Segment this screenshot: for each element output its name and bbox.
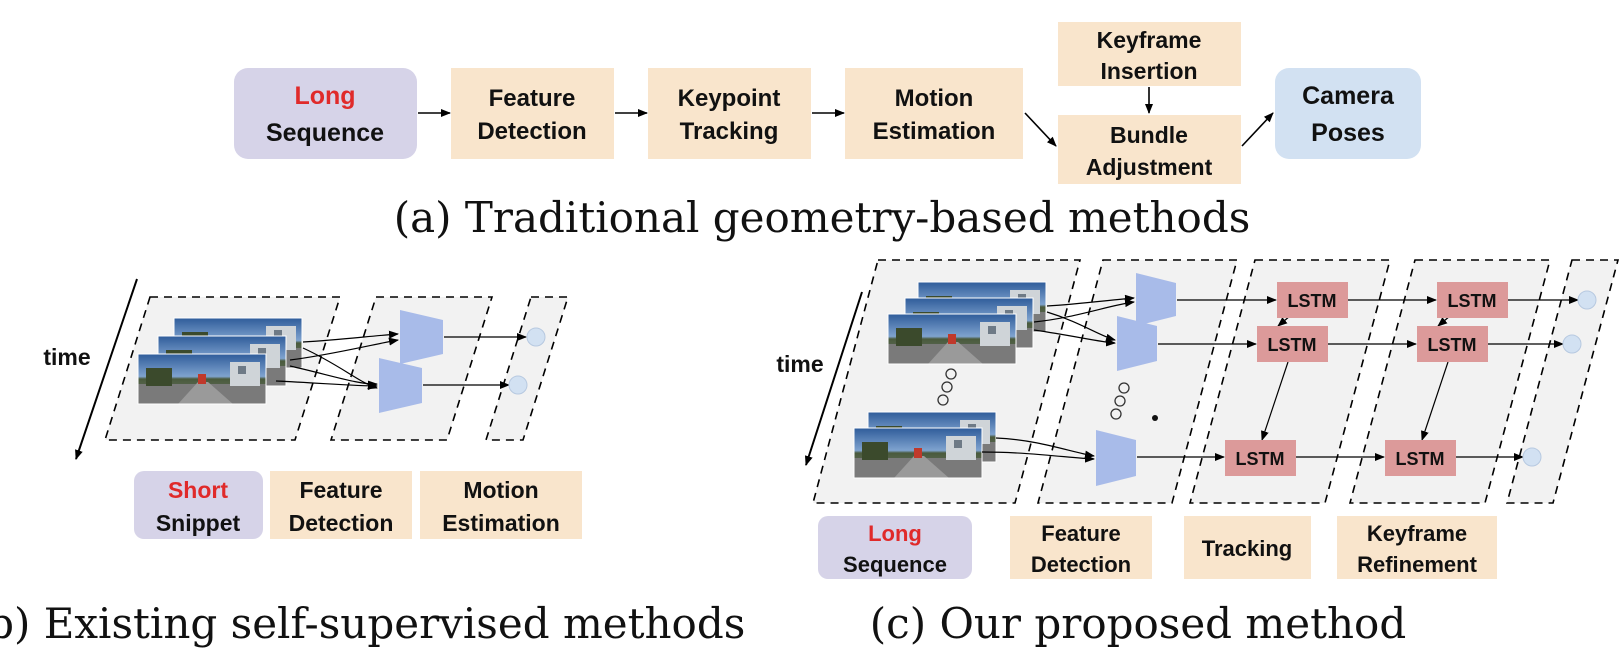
time-label-b: time [43, 344, 90, 370]
lstm-cell [1417, 326, 1488, 362]
keyframe-insertion-label-2: Insertion [1100, 58, 1197, 84]
lstm-cell [1257, 326, 1328, 362]
feature-detection-label-2: Detection [477, 118, 586, 145]
lstm-label: LSTM [1236, 449, 1285, 469]
motion-estimation-box-b [420, 471, 582, 539]
trapezoid-encoder-icon [1096, 430, 1136, 486]
keypoint-tracking-box [648, 68, 811, 159]
feature-detection-box-b [270, 471, 412, 539]
ellipsis-dots-frames [937, 368, 957, 406]
panel-a: Long Sequence Feature Detection Keypoint… [234, 22, 1421, 242]
bundle-adjustment-label-1: Bundle [1110, 122, 1188, 148]
caption-a: (a) Traditional geometry-based methods [394, 193, 1251, 242]
motion-estimation-label-2: Estimation [873, 118, 996, 145]
circle-node-icon [526, 327, 546, 347]
panel-c-arrows [981, 294, 1579, 463]
long-sequence-c-label: Sequence [843, 552, 947, 577]
panel-c: time [776, 259, 1620, 648]
tracking-box-c [1184, 516, 1311, 579]
time-label-c: time [776, 351, 823, 377]
lstm-label: LSTM [1396, 449, 1445, 469]
motion-estimation-b-label-2: Estimation [442, 510, 560, 536]
camera-poses-label-1: Camera [1302, 82, 1395, 110]
panel-b-output-slab [484, 296, 570, 441]
motion-estimation-box [845, 68, 1023, 159]
caption-b: (b) Existing self-supervised methods [0, 599, 745, 648]
panel-b: time Short Snippet Feature Detection Mot… [0, 278, 745, 648]
time-axis-c [804, 291, 863, 466]
ellipsis-dot [1152, 415, 1158, 421]
short-snippet-box [134, 471, 263, 539]
feature-detection-b-label-2: Detection [289, 510, 394, 536]
keyframe-refinement-box-c [1337, 516, 1497, 579]
lstm-label: LSTM [1448, 291, 1497, 311]
lstm-label: LSTM [1428, 335, 1477, 355]
feature-detection-box-c [1010, 516, 1152, 579]
keyframe-refinement-c-label-1: Keyframe [1367, 521, 1467, 546]
panel-c-encoder-slab [1036, 259, 1239, 504]
circle-node-icon [1577, 290, 1597, 310]
feature-detection-c-label-1: Feature [1041, 521, 1120, 546]
short-snippet-label: Snippet [156, 510, 241, 536]
trapezoid-encoder-icon [379, 358, 422, 413]
keypoint-tracking-label-2: Tracking [680, 118, 779, 145]
camera-poses-label-2: Poses [1311, 119, 1385, 147]
motion-estimation-b-label-1: Motion [463, 477, 538, 503]
motion-estimation-label-1: Motion [895, 85, 974, 112]
short-snippet-highlight: Short [168, 477, 228, 503]
long-sequence-label: Sequence [266, 119, 384, 147]
feature-detection-b-label-1: Feature [299, 477, 382, 503]
panel-c-output-slab [1505, 259, 1620, 504]
circle-node-icon [1522, 447, 1542, 467]
ellipsis-dots-encoders [1110, 382, 1130, 420]
bundle-adjustment-label-2: Adjustment [1086, 154, 1213, 180]
long-sequence-box-c [818, 516, 972, 579]
lstm-cell [1437, 282, 1508, 318]
lstm-cell [1225, 440, 1296, 476]
trapezoid-encoder-icon [1136, 273, 1176, 326]
keyframe-insertion-label-1: Keyframe [1097, 27, 1202, 53]
panel-b-arrows [275, 330, 527, 390]
keypoint-tracking-label-1: Keypoint [678, 85, 781, 112]
keyframe-insertion-box [1058, 22, 1241, 86]
long-sequence-box [234, 68, 417, 159]
keyframe-refinement-c-label-2: Refinement [1357, 552, 1477, 577]
road-frame-stack-c-bottom [853, 411, 997, 479]
caption-c: (c) Our proposed method [870, 599, 1406, 648]
lstm-label: LSTM [1288, 291, 1337, 311]
feature-detection-label-1: Feature [489, 85, 576, 112]
lstm-cell [1385, 440, 1456, 476]
lstm-cell [1277, 282, 1348, 318]
long-sequence-highlight: Long [294, 82, 355, 110]
feature-detection-c-label-2: Detection [1031, 552, 1131, 577]
tracking-c-label: Tracking [1202, 536, 1292, 561]
camera-poses-box [1275, 68, 1421, 159]
time-axis-b [75, 278, 138, 460]
panel-a-arrows [418, 87, 1274, 147]
lstm-label: LSTM [1268, 335, 1317, 355]
circle-node-icon [508, 375, 528, 395]
long-sequence-c-highlight: Long [868, 521, 922, 546]
feature-detection-box [451, 68, 614, 159]
circle-node-icon [1562, 334, 1582, 354]
trapezoid-encoder-icon [400, 310, 443, 364]
bundle-adjustment-box [1058, 115, 1241, 184]
trapezoid-encoder-icon [1117, 316, 1157, 371]
